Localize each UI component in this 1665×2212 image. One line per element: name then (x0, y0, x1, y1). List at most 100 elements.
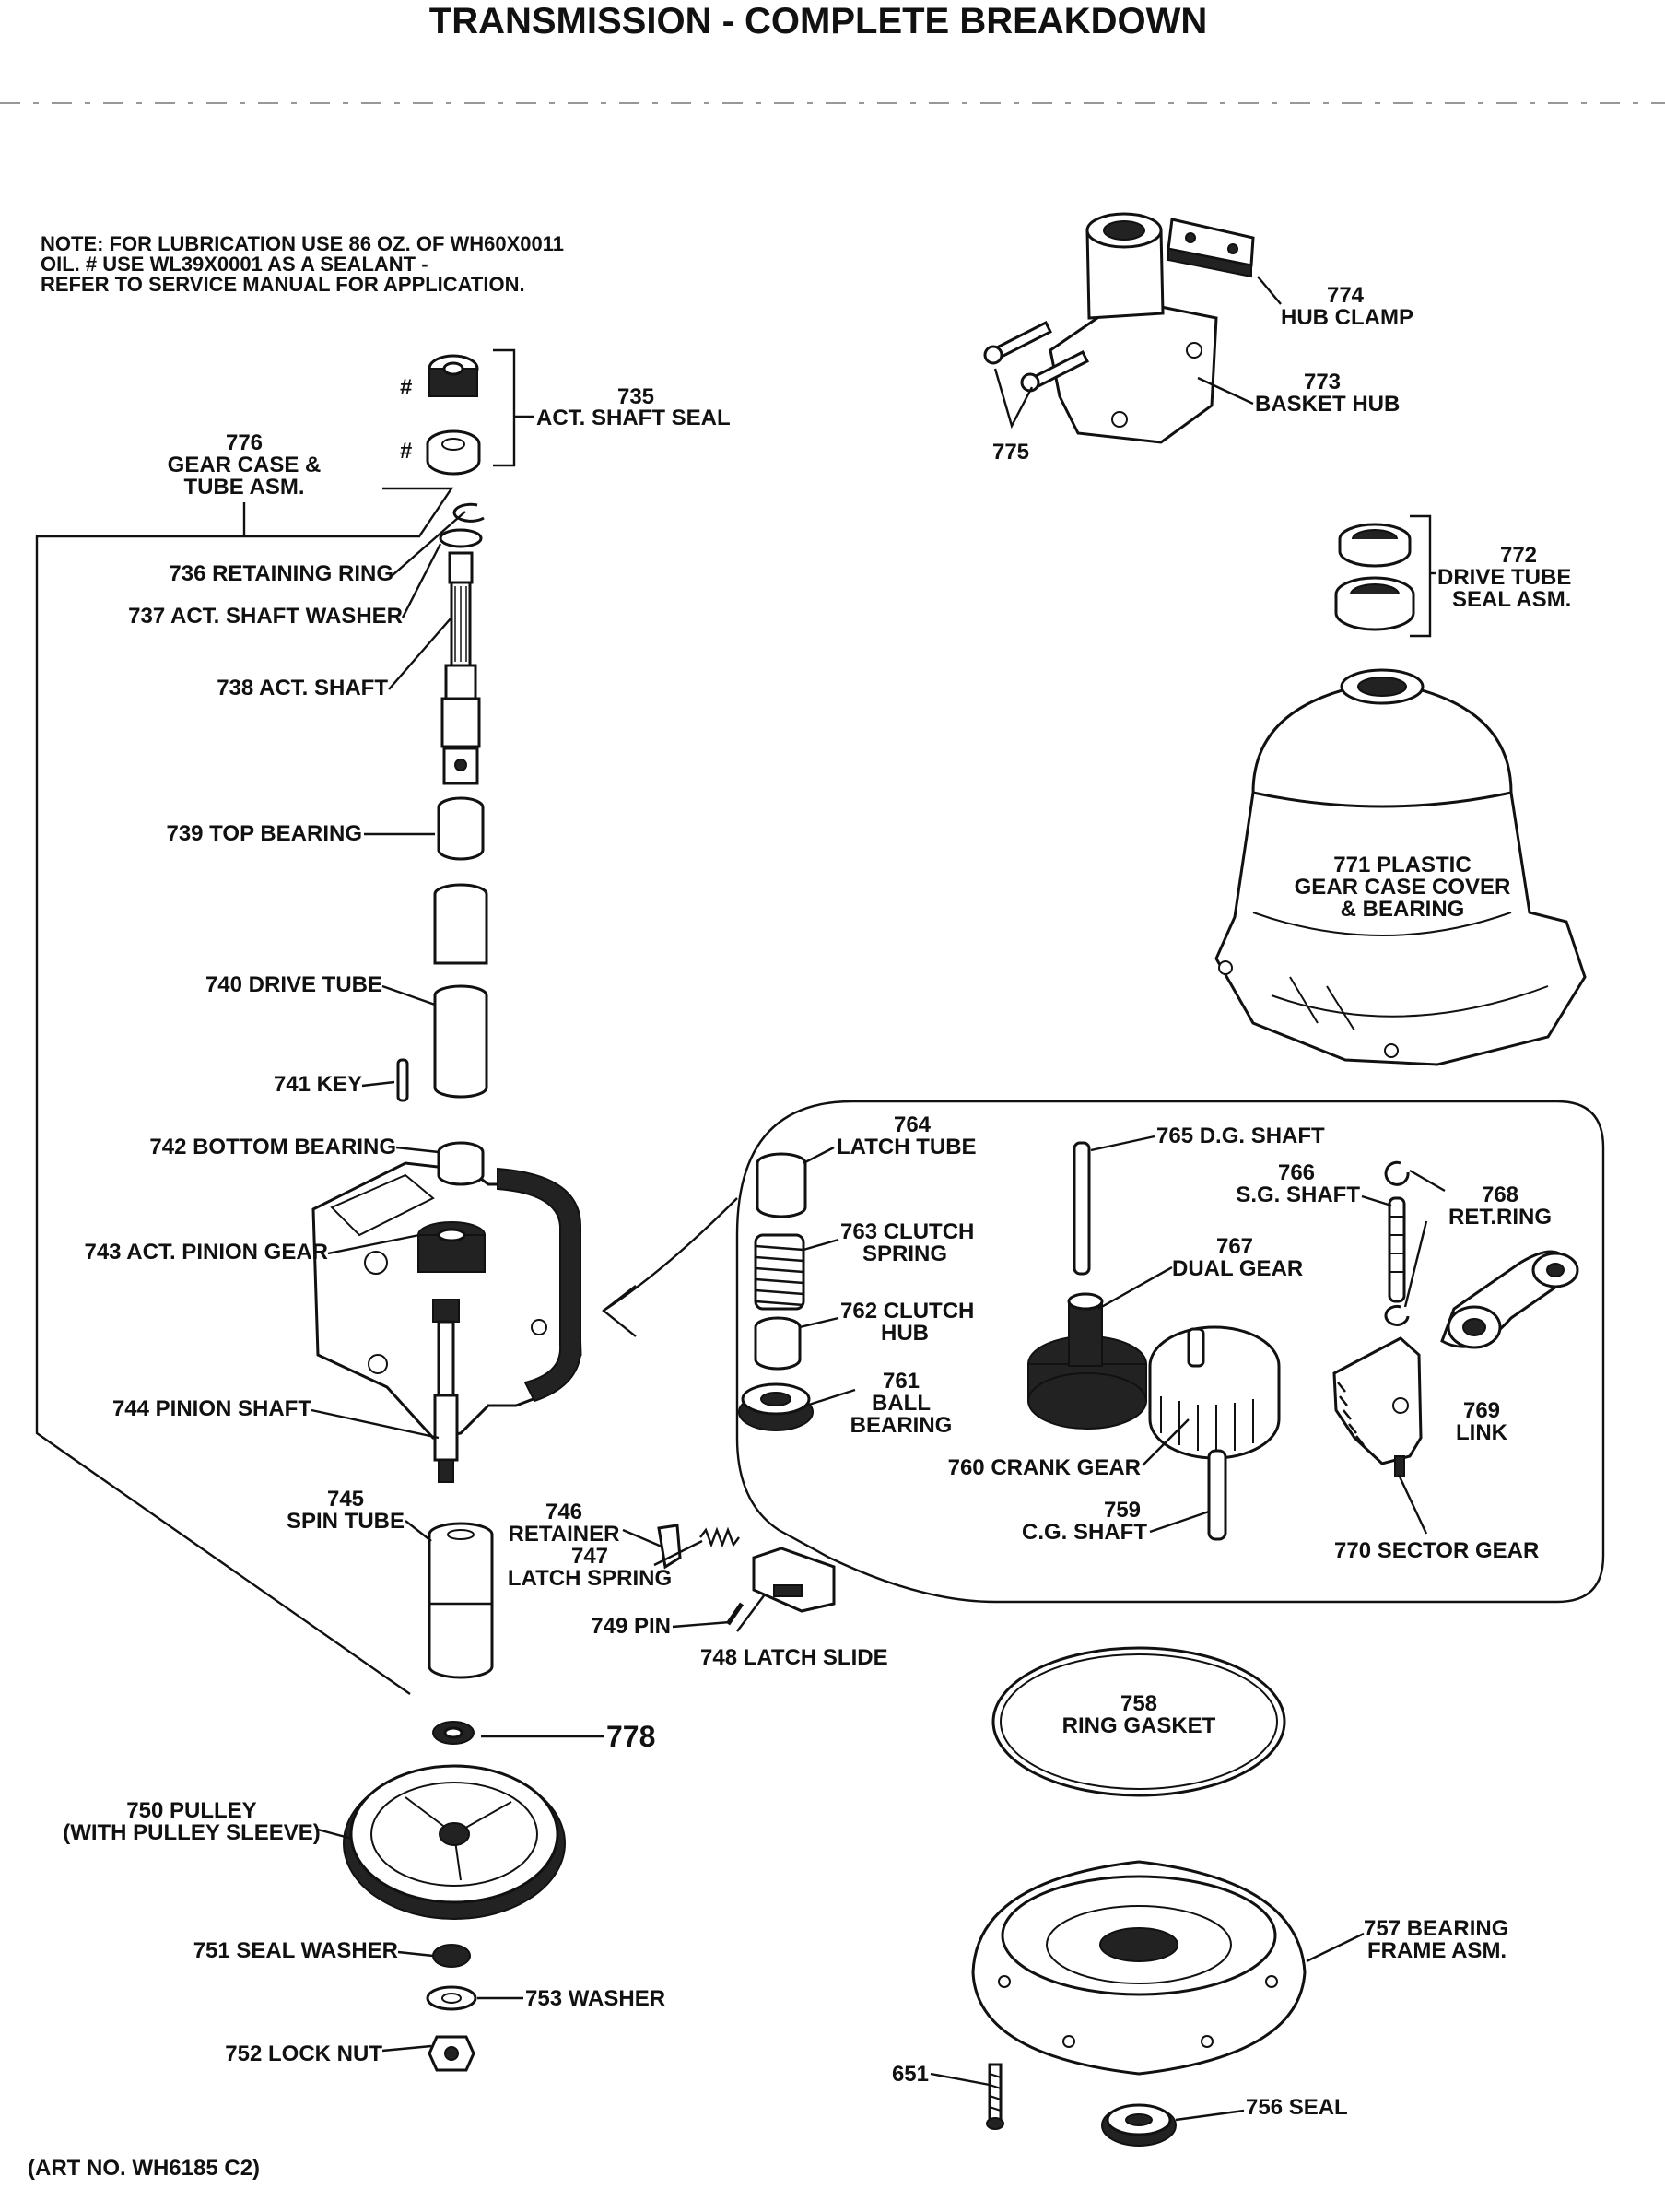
label-768: 768 RET.RING (1448, 1182, 1552, 1230)
screw-651 (986, 2063, 1004, 2130)
label-737: 737 ACT. SHAFT WASHER (128, 604, 403, 629)
svg-text:HUB: HUB (881, 1321, 929, 1346)
label-759: 759 C.G. SHAFT (1022, 1498, 1147, 1545)
act-shaft-738 (440, 551, 481, 785)
svg-text:735: 735 (617, 384, 654, 409)
label-743: 743 ACT. PINION GEAR (84, 1240, 328, 1265)
svg-text:SPIN TUBE: SPIN TUBE (287, 1509, 405, 1534)
label-762: 762 CLUTCH HUB (840, 1299, 974, 1346)
bracket-735 (493, 348, 516, 467)
drive-tube-740 (433, 883, 488, 1099)
label-736: 736 RETAINING RING (169, 561, 393, 586)
label-778: 778 (606, 1720, 655, 1753)
art-number: (ART NO. WH6185 C2) (28, 2156, 260, 2181)
svg-text:763 CLUTCH: 763 CLUTCH (840, 1219, 974, 1244)
svg-text:(WITH PULLEY SLEEVE): (WITH PULLEY SLEEVE) (63, 1820, 321, 1845)
act-shaft-seal-parts (426, 354, 481, 476)
svg-text:759: 759 (1104, 1498, 1141, 1523)
diagram-title: TRANSMISSION - COMPLETE BREAKDOWN (429, 1, 1207, 41)
svg-text:LATCH TUBE: LATCH TUBE (837, 1135, 977, 1159)
act-pinion-gear-743 (417, 1221, 486, 1273)
svg-text:764: 764 (894, 1112, 932, 1137)
label-750: 750 PULLEY (WITH PULLEY SLEEVE) (63, 1798, 321, 1845)
label-773: 773 BASKET HUB (1255, 370, 1400, 417)
svg-text:NOTE: FOR LUBRICATION USE 86 O: NOTE: FOR LUBRICATION USE 86 OZ. OF WH60… (41, 232, 564, 255)
retainer-746 (657, 1524, 682, 1570)
svg-text:S.G. SHAFT: S.G. SHAFT (1236, 1182, 1360, 1207)
ret-rings-768 (1384, 1160, 1410, 1326)
key-741 (396, 1058, 409, 1102)
label-772: 772 DRIVE TUBE SEAL ASM. (1437, 543, 1571, 612)
ring-gasket-758 (991, 1646, 1286, 1797)
hub-screws-775 (983, 320, 1090, 393)
svg-text:LATCH SPRING: LATCH SPRING (508, 1566, 672, 1591)
label-748: 748 LATCH SLIDE (700, 1645, 888, 1670)
svg-text:761: 761 (883, 1369, 920, 1394)
label-761: 761 BALL BEARING (850, 1369, 953, 1438)
sealant-mark-2: # (400, 439, 412, 464)
label-741: 741 KEY (274, 1072, 362, 1097)
bottom-bearing-742 (437, 1141, 485, 1186)
label-758: 758 RING GASKET (1062, 1691, 1216, 1738)
hub-leaders (993, 276, 1282, 429)
svg-text:RING GASKET: RING GASKET (1062, 1713, 1216, 1738)
label-751: 751 SEAL WASHER (193, 1938, 398, 1963)
svg-text:750 PULLEY: 750 PULLEY (126, 1798, 256, 1823)
svg-text:SEAL ASM.: SEAL ASM. (1452, 587, 1571, 612)
basket-hub-773 (1049, 212, 1218, 444)
bracket-772 (1410, 514, 1432, 638)
svg-text:BEARING: BEARING (850, 1413, 953, 1438)
label-767: 767 DUAL GEAR (1172, 1234, 1303, 1281)
label-765: 765 D.G. SHAFT (1156, 1124, 1325, 1148)
detail-leaders (799, 1135, 1446, 1535)
retaining-ring-736 (452, 502, 485, 523)
dual-gear-767 (1027, 1292, 1147, 1430)
label-738: 738 ACT. SHAFT (217, 676, 388, 700)
cg-shaft-759 (1207, 1449, 1227, 1541)
svg-text:774: 774 (1327, 283, 1365, 308)
latch-tube-764 (756, 1152, 807, 1218)
label-752: 752 LOCK NUT (225, 2041, 382, 2066)
washer-753 (426, 1985, 477, 2011)
svg-text:GEAR CASE &: GEAR CASE & (168, 453, 322, 477)
lock-nut-752 (428, 2035, 475, 2072)
svg-text:FRAME ASM.: FRAME ASM. (1367, 1938, 1507, 1963)
gear-case-tube-asm-bracket (35, 487, 454, 1695)
svg-text:REFER TO SERVICE MANUAL FOR AP: REFER TO SERVICE MANUAL FOR APPLICATION. (41, 273, 525, 296)
seal-washer-751 (432, 1944, 471, 1968)
svg-text:OIL. # USE WL39X0001 AS A SEAL: OIL. # USE WL39X0001 AS A SEALANT - (41, 253, 428, 276)
top-bearing-739 (437, 796, 485, 861)
label-745: 745 SPIN TUBE (287, 1487, 405, 1534)
clutch-hub-762 (754, 1316, 802, 1371)
svg-text:LINK: LINK (1456, 1420, 1508, 1445)
latch-slide-748 (752, 1547, 836, 1613)
left-leaders (311, 511, 766, 2053)
svg-text:C.G. SHAFT: C.G. SHAFT (1022, 1520, 1147, 1545)
svg-text:762 CLUTCH: 762 CLUTCH (840, 1299, 974, 1324)
label-756: 756 SEAL (1246, 2095, 1348, 2120)
seal-756 (1101, 2103, 1177, 2147)
sector-gear-770 (1332, 1336, 1423, 1477)
drive-tube-seal-asm-772 (1334, 523, 1415, 631)
label-744: 744 PINION SHAFT (112, 1396, 311, 1421)
detail-callout-arrowhead (602, 1285, 637, 1337)
svg-text:745: 745 (327, 1487, 364, 1512)
svg-text:767: 767 (1216, 1234, 1253, 1259)
svg-text:ACT. SHAFT SEAL: ACT. SHAFT SEAL (536, 406, 731, 430)
svg-text:BASKET HUB: BASKET HUB (1255, 392, 1400, 417)
latch-spring-747 (699, 1526, 740, 1548)
svg-text:DRIVE TUBE: DRIVE TUBE (1437, 565, 1571, 590)
svg-text:BALL: BALL (872, 1391, 931, 1416)
svg-text:776: 776 (226, 430, 263, 455)
label-740: 740 DRIVE TUBE (205, 972, 382, 997)
spin-tube-745 (428, 1522, 494, 1679)
svg-text:& BEARING: & BEARING (1341, 897, 1465, 922)
ball-bearing-761 (738, 1382, 814, 1431)
label-746-747: 746 RETAINER 747 LATCH SPRING (508, 1500, 672, 1591)
label-775: 775 (992, 440, 1029, 465)
label-770: 770 SECTOR GEAR (1334, 1538, 1539, 1563)
washer-778 (432, 1721, 475, 1745)
label-766: 766 S.G. SHAFT (1236, 1160, 1360, 1207)
svg-text:RETAINER: RETAINER (509, 1522, 620, 1547)
